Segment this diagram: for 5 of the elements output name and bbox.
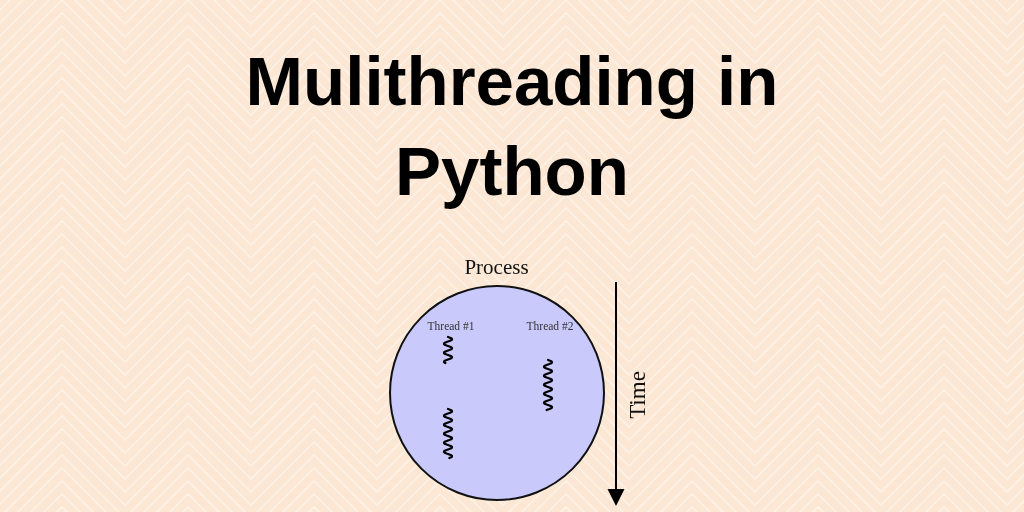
title: Mulithreading in Python [244,42,780,212]
thread-label: Thread #2 [526,319,574,333]
node-heading: Process [464,254,529,280]
thread-label: Thread #1 [427,319,475,333]
axis-label: Time [626,371,648,419]
